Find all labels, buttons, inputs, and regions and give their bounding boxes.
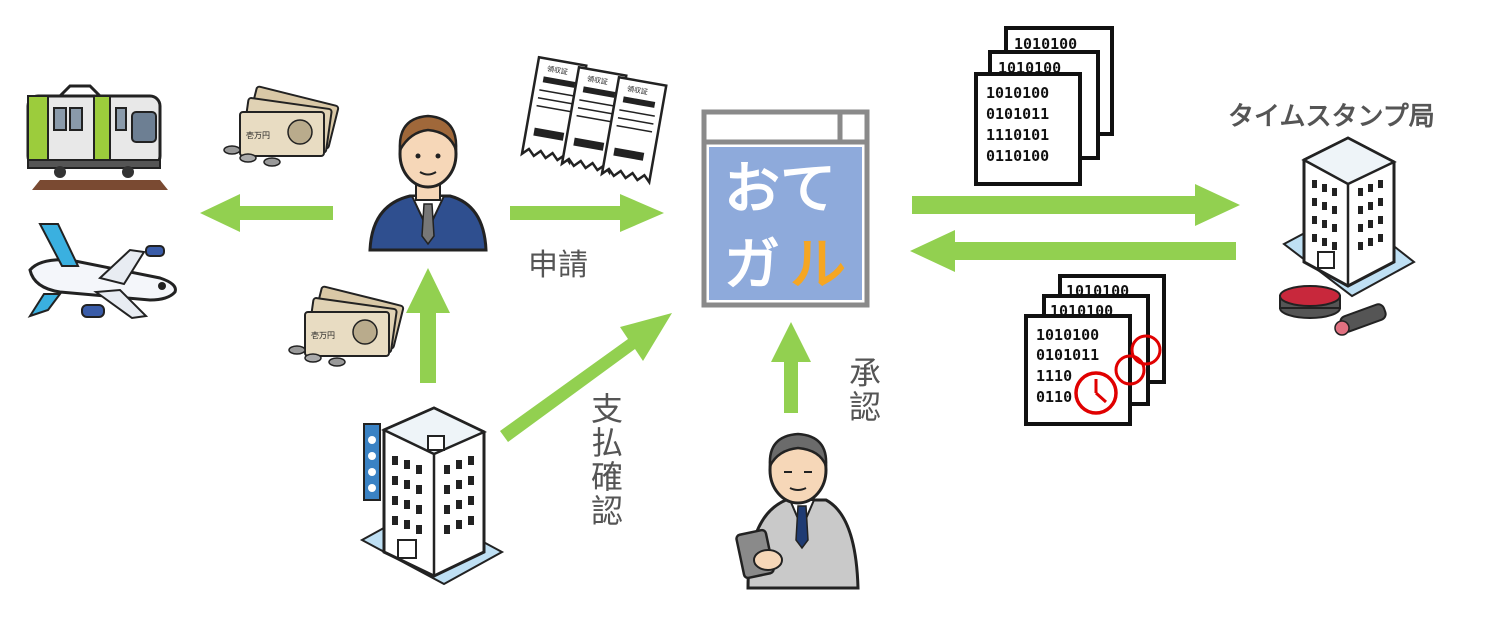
label-approve: 承認 (844, 356, 882, 424)
receipts-icon: 領収証 領収証 領収証 (520, 55, 668, 186)
binary-top-6: 0110100 (986, 147, 1049, 165)
binary-bottom-2: 1010100 (1050, 302, 1113, 320)
arrow-person-to-transport (200, 194, 333, 232)
money-icon-bottom: 壱万円 (288, 285, 405, 367)
binary-top-3: 1010100 (986, 84, 1049, 102)
company-building-icon (359, 406, 505, 586)
label-apply: 申請 (528, 248, 588, 283)
arrow-company-to-person (406, 268, 450, 383)
arrow-company-to-app (500, 313, 672, 442)
app-window: おて ガ ル (701, 109, 870, 308)
arrows (200, 184, 1240, 442)
arrow-app-to-timestamp (912, 184, 1240, 226)
label-payment-confirm: 支払確認 (586, 392, 624, 528)
arrow-person-to-app (510, 194, 664, 232)
binary-top-1: 1010100 (1014, 35, 1077, 53)
binary-bottom-5: 1110 (1036, 367, 1072, 385)
airplane-icon (27, 223, 177, 320)
banknote-text-bottom: 壱万円 (311, 330, 335, 340)
binary-bottom-4: 0101011 (1036, 346, 1099, 364)
banknote-text-top: 壱万円 (246, 130, 270, 140)
receipt-title-3: 領収証 (626, 84, 648, 97)
employee-icon (368, 114, 488, 252)
app-logo-panel (709, 147, 862, 300)
app-logo-line2a: ガ (724, 233, 780, 298)
binary-top-4: 0101011 (986, 105, 1049, 123)
binary-bottom-6: 0110 (1036, 388, 1072, 406)
timestamp-building-icon (1282, 136, 1416, 298)
app-logo-line1: おて (724, 157, 836, 222)
binary-docs-top: 1010100 1010100 1010100 0101011 1110101 … (974, 26, 1114, 186)
binary-docs-bottom: 1010100 1010100 1010100 0101011 1110 011… (1024, 274, 1166, 426)
stamp-icon (1279, 285, 1387, 336)
binary-bottom-3: 1010100 (1036, 326, 1099, 344)
money-icon-top: 壱万円 (223, 85, 340, 167)
arrow-timestamp-to-app (910, 230, 1236, 272)
receipt-title-2: 領収証 (586, 74, 608, 87)
manager-icon (735, 432, 860, 590)
clock-icon (1074, 371, 1118, 415)
label-timestamp-authority: タイムスタンプ局 (1228, 102, 1435, 132)
binary-top-5: 1110101 (986, 126, 1049, 144)
receipt-title-1: 領収証 (546, 64, 568, 77)
train-icon (26, 84, 168, 190)
binary-bottom-1: 1010100 (1066, 282, 1129, 300)
arrow-manager-to-app (771, 322, 811, 413)
app-logo-line2b: ル (790, 233, 846, 298)
binary-top-2: 1010100 (998, 59, 1061, 77)
